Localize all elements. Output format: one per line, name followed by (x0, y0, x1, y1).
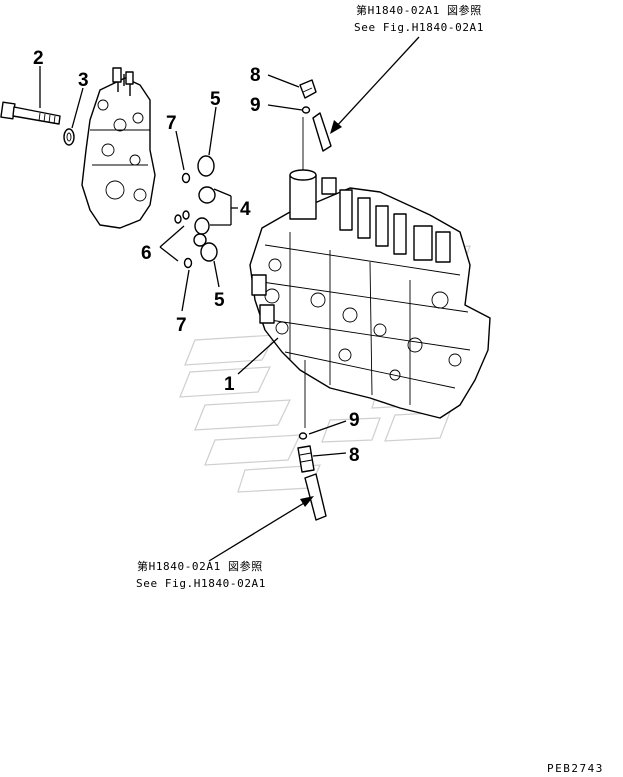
top-reference-arrow (330, 36, 420, 134)
callout-4: 4 (240, 199, 251, 220)
callout-8-lower: 8 (349, 445, 360, 466)
bottom-reference-arrow (208, 496, 314, 562)
callout-5-upper: 5 (210, 89, 221, 110)
callout-9-lower: 9 (349, 410, 360, 431)
callout-5-lower: 5 (214, 290, 225, 311)
top-figure-reference: 第H1840-02A1 図参照 See Fig.H1840-02A1 (354, 3, 484, 34)
seal-rings (174, 155, 218, 269)
callout-1: 1 (224, 374, 235, 395)
main-control-valve (249, 169, 491, 419)
top-reference-en: See Fig.H1840-02A1 (354, 21, 484, 34)
upper-fitting (299, 79, 332, 172)
top-reference-jp: 第H1840-02A1 図参照 (356, 3, 482, 17)
small-valve-body (81, 67, 156, 229)
callout-7-upper: 7 (166, 113, 177, 134)
callout-numbers: 2 3 7 5 4 6 5 7 8 9 1 9 8 (33, 48, 360, 466)
callout-7-lower: 7 (176, 315, 187, 336)
bottom-reference-en: See Fig.H1840-02A1 (136, 577, 266, 590)
callout-6: 6 (141, 243, 152, 264)
callout-3: 3 (78, 70, 89, 91)
lower-fitting (297, 360, 327, 521)
washer-part (63, 128, 75, 146)
callout-2: 2 (33, 48, 44, 69)
bottom-reference-jp: 第H1840-02A1 図参照 (137, 559, 263, 573)
bolt-part (0, 101, 61, 125)
callout-9-upper: 9 (250, 95, 261, 116)
bottom-figure-reference: 第H1840-02A1 図参照 See Fig.H1840-02A1 (136, 559, 266, 590)
callout-8-upper: 8 (250, 65, 261, 86)
callout-leaders (39, 66, 347, 457)
drawing-code: PEB2743 (547, 762, 604, 775)
